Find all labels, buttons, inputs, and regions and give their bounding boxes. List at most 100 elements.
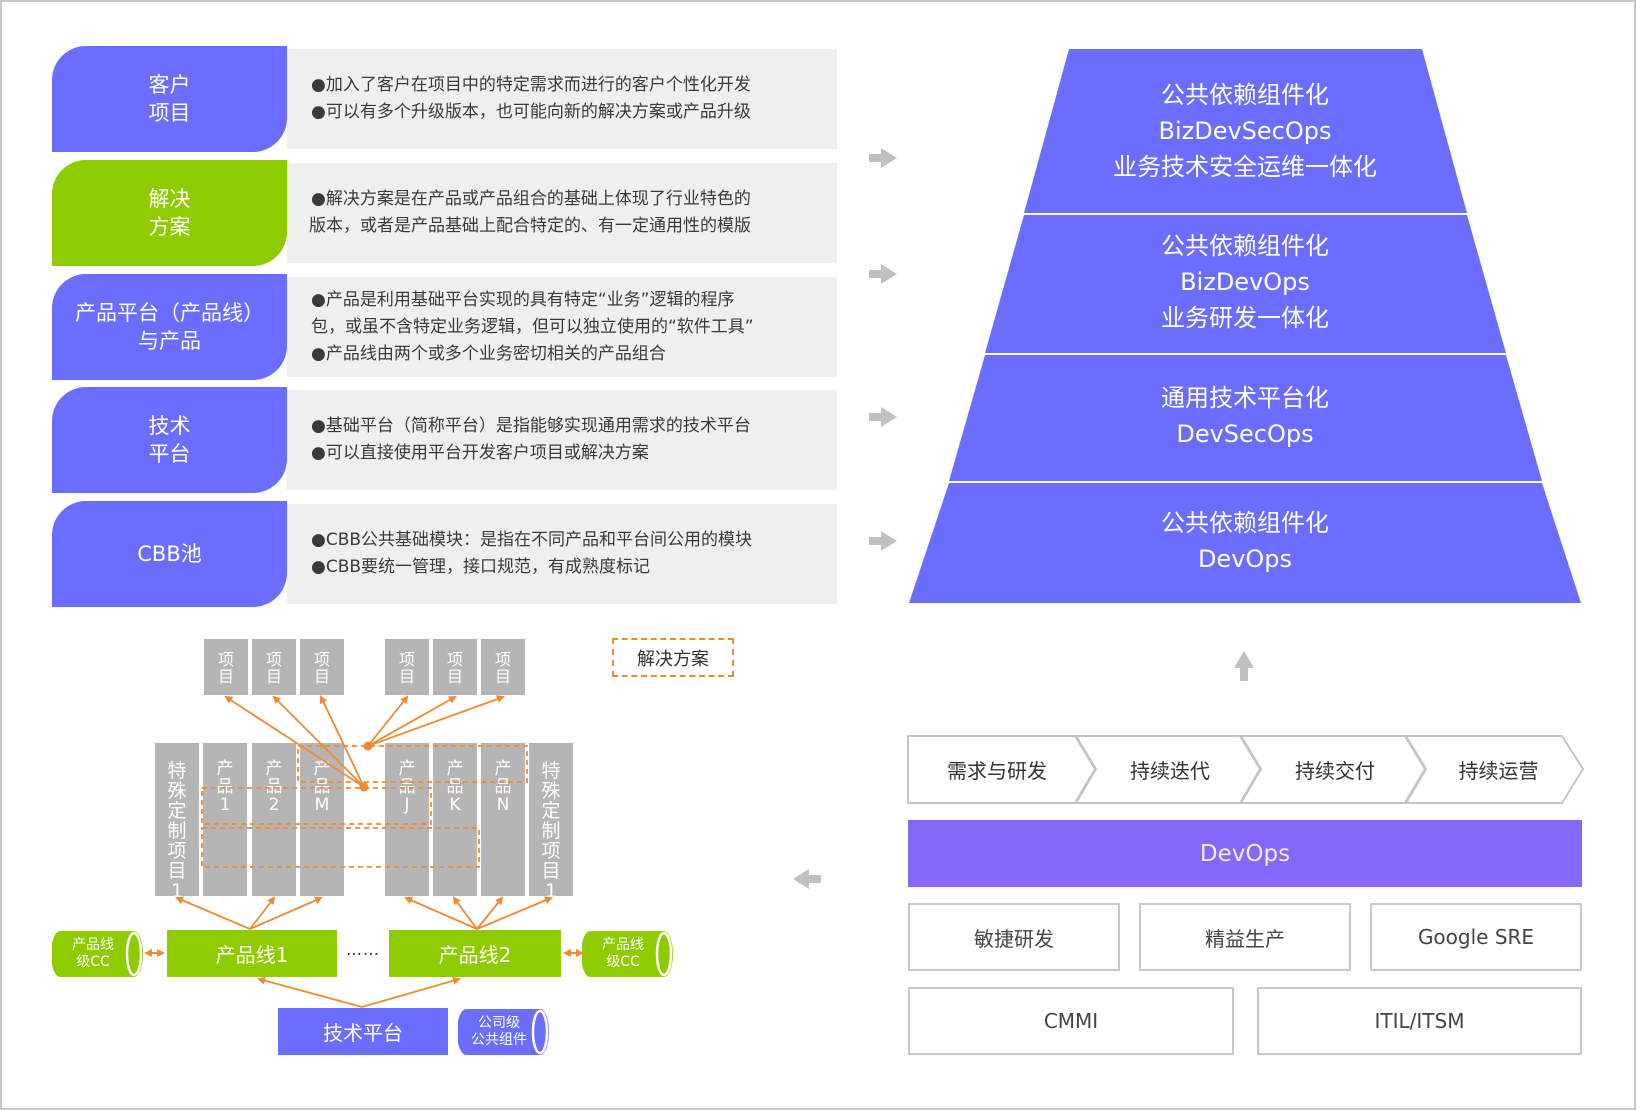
desc-line: ●CBB要统一管理，接口规范，有成熟度标记 [311,557,651,577]
project-char: 项 [217,650,234,669]
char: 1 [544,880,558,902]
char: 制 [541,820,561,842]
cc-label-right: 产品线 级CC [602,937,644,970]
row-desc-cbb-pool: ●CBB公共基础模块：是指在不同产品和平台间公用的模块 ●CBB要统一管理，接口… [287,504,837,604]
product-1: 产 品 1 [203,743,247,896]
char: 品 [265,777,283,797]
product-k: 产 品 K [433,743,477,896]
arrow-right-icon [869,407,897,427]
desc-line: ●加入了客户在项目中的特定需求而进行的客户个性化开发 [311,75,751,95]
special-project-right: 特 殊 定 制 项 目 1 [529,743,573,901]
project-box: 项目 [481,639,525,695]
row-label-cbb-pool: CBB池 [52,501,287,607]
char: 产 [398,759,416,779]
project-char: 项 [494,650,511,669]
method-google-sre: Google SRE [1370,903,1582,971]
pyramid-line: 公共依赖组件化 [1161,81,1329,109]
project-box: 项目 [252,639,296,695]
product-line-2: 产品线2 [389,930,561,977]
pyramid-line: 公共依赖组件化 [1161,509,1329,537]
stage-label: 需求与研发 [947,759,1047,783]
arrow-right-icon [869,264,897,284]
char: 目 [167,860,187,882]
pyramid-level-2-text: 公共依赖组件化 BizDevOps 业务研发一体化 [1040,228,1450,336]
method-agile: 敏捷研发 [908,903,1120,971]
special-project-left: 特 殊 定 制 项 目 1 [155,743,199,901]
method-cmmi: CMMI [908,987,1234,1055]
devops-bar: DevOps [908,820,1582,887]
pyramid-line: DevOps [1197,545,1293,573]
project-box: 项目 [433,639,477,695]
pyramid-level-1-text: 公共依赖组件化 BizDevSecOps 业务技术安全运维一体化 [1040,77,1450,185]
char: 产 [265,759,283,779]
pyramid-line: BizDevSecOps [1158,117,1332,145]
pyramid-line: 公共依赖组件化 [1161,232,1329,260]
product-n: 产 品 N [481,743,525,896]
desc-line: ●产品是利用基础平台实现的具有特定“业务”逻辑的程序 [311,289,735,310]
char: 目 [541,860,561,882]
stage-label: 持续运营 [1458,759,1539,783]
char: K [449,795,461,815]
ellipsis: …… [346,940,380,959]
project-box: 项目 [204,639,248,695]
product-line-1: 产品线1 [167,930,337,977]
row-desc-solution: ●解决方案是在产品或产品组合的基础上体现了行业特色的 版本，或者是产品基础上配合… [287,163,837,263]
row-desc-tech-platform: ●基础平台（简称平台）是指能够实现通用需求的技术平台 ●可以直接使用平台开发客户… [287,390,837,490]
project-char: 目 [446,667,463,686]
char: 品 [398,777,416,797]
char: 项 [541,840,561,862]
pyramid-line: DevSecOps [1176,420,1314,448]
char: N [496,795,510,815]
char: 定 [167,800,187,822]
method-lean: 精益生产 [1139,903,1351,971]
arrow-up-icon [1234,651,1254,681]
project-char: 目 [313,667,330,686]
project-char: 项 [313,650,330,669]
company-component-cylinder [458,1009,549,1055]
char: 1 [170,880,184,902]
row-label-customer-project: 客户 项目 [52,46,287,152]
tech-platform-box: 技术平台 [278,1008,448,1055]
char: M [314,795,330,815]
project-char: 项 [265,650,282,669]
row-label-tech-platform: 技术 平台 [52,387,287,493]
desc-line: ●基础平台（简称平台）是指能够实现通用需求的技术平台 [311,416,751,436]
pyramid-line: 业务技术安全运维一体化 [1113,153,1377,181]
char: 项 [167,840,187,862]
pyramid-line: BizDevOps [1180,268,1310,296]
char: 品 [446,777,464,797]
project-char: 目 [265,667,282,686]
char: 1 [219,795,231,815]
row-desc-customer-project: ●加入了客户在项目中的特定需求而进行的客户个性化开发 ●可以有多个升级版本，也可… [287,49,837,149]
char: 定 [541,800,561,822]
stage-label: 持续交付 [1295,759,1375,783]
product-j: 产 品 J [385,743,429,896]
char: 产 [494,759,512,779]
desc-line: 包，或虽不含特定业务逻辑，但可以独立使用的“软件工具” [311,316,754,337]
arrow-left-icon [793,869,821,889]
project-char: 目 [217,667,234,686]
char: 殊 [541,780,561,802]
char: 产 [216,759,234,779]
company-component-label: 公司级 公共组件 [471,1015,527,1048]
char: 殊 [167,780,187,802]
char: 制 [167,820,187,842]
char: 产 [313,759,331,779]
char: 特 [541,760,561,782]
desc-line: 版本，或者是产品基础上配合特定的、有一定通用性的模版 [309,216,751,236]
product-m: 产 品 M [300,743,344,896]
project-char: 项 [398,650,415,669]
project-char: 目 [398,667,415,686]
row-label-solution: 解决 方案 [52,160,287,266]
char: 品 [216,777,234,797]
char: 特 [167,760,187,782]
pyramid-level-3-text: 通用技术平台化 DevSecOps [1040,380,1450,452]
char: 2 [268,795,280,815]
pyramid-line: 业务研发一体化 [1161,304,1329,332]
project-box: 项目 [385,639,429,695]
arrow-right-icon [869,148,897,168]
project-char: 项 [446,650,463,669]
char: 品 [494,777,512,797]
desc-line: ●解决方案是在产品或产品组合的基础上体现了行业特色的 [311,189,751,209]
char: 产 [446,759,464,779]
